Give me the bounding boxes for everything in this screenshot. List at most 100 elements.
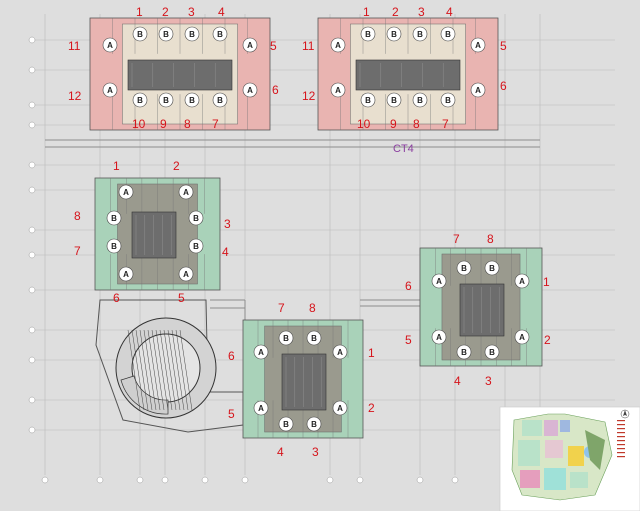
svg-text:A: A bbox=[183, 188, 189, 197]
apartment-number: 4 bbox=[222, 245, 229, 259]
unit-type-b-marker: B bbox=[212, 92, 228, 108]
unit-type-b-marker: B bbox=[212, 26, 228, 42]
apartment-number: 3 bbox=[485, 374, 492, 388]
apartment-number: 1 bbox=[368, 346, 375, 360]
apartment-number: 1 bbox=[363, 5, 370, 19]
grid-axis-marker bbox=[28, 286, 36, 294]
apartment-number: 12 bbox=[302, 89, 316, 103]
unit-type-a-marker: A bbox=[330, 82, 346, 98]
unit-type-a-marker: A bbox=[178, 184, 194, 200]
apartment-number: 1 bbox=[136, 5, 143, 19]
unit-type-b-marker: B bbox=[306, 330, 322, 346]
grid-axis-marker bbox=[28, 161, 36, 169]
grid-axis-marker bbox=[201, 476, 209, 484]
svg-text:B: B bbox=[311, 420, 317, 429]
apartment-number: 2 bbox=[544, 333, 551, 347]
unit-type-b-marker: B bbox=[386, 92, 402, 108]
svg-text:A: A bbox=[337, 404, 343, 413]
unit-type-b-marker: B bbox=[306, 416, 322, 432]
grid-axis-marker bbox=[136, 476, 144, 484]
circulation-core bbox=[459, 283, 505, 337]
svg-text:B: B bbox=[137, 96, 143, 105]
apartment-number: 7 bbox=[74, 244, 81, 258]
svg-text:A: A bbox=[183, 270, 189, 279]
svg-text:B: B bbox=[461, 348, 467, 357]
apartment-number: 4 bbox=[446, 5, 453, 19]
apartment-number: 8 bbox=[184, 117, 191, 131]
unit-type-a-marker: A bbox=[514, 273, 530, 289]
apartment-number: 7 bbox=[212, 117, 219, 131]
svg-text:A: A bbox=[337, 348, 343, 357]
grid-axis-marker bbox=[356, 476, 364, 484]
unit-type-b-marker: B bbox=[132, 92, 148, 108]
svg-text:B: B bbox=[111, 242, 117, 251]
svg-text:A: A bbox=[107, 86, 113, 95]
svg-text:A: A bbox=[475, 41, 481, 50]
unit-type-b-marker: B bbox=[484, 344, 500, 360]
apartment-number: 11 bbox=[68, 39, 81, 53]
grid-axis-marker bbox=[28, 326, 36, 334]
unit-type-b-marker: B bbox=[456, 344, 472, 360]
apartment-number: 8 bbox=[413, 117, 420, 131]
svg-text:B: B bbox=[461, 264, 467, 273]
svg-text:B: B bbox=[189, 96, 195, 105]
circulation-core bbox=[127, 59, 233, 91]
svg-text:B: B bbox=[111, 214, 117, 223]
svg-text:B: B bbox=[189, 30, 195, 39]
apartment-number: 6 bbox=[113, 291, 120, 305]
unit-type-b-marker: B bbox=[184, 92, 200, 108]
apartment-number: 3 bbox=[188, 5, 195, 19]
svg-text:A: A bbox=[123, 270, 129, 279]
circulation-core bbox=[355, 59, 461, 91]
apartment-number: 8 bbox=[74, 209, 81, 223]
svg-text:A: A bbox=[258, 404, 264, 413]
site-key-legend bbox=[617, 420, 625, 458]
unit-type-b-marker: B bbox=[188, 238, 204, 254]
unit-type-b-marker: B bbox=[158, 92, 174, 108]
apartment-number: 3 bbox=[224, 217, 231, 231]
unit-type-a-marker: A bbox=[332, 400, 348, 416]
apartment-number: 5 bbox=[500, 39, 507, 53]
svg-text:B: B bbox=[137, 30, 143, 39]
unit-type-b-marker: B bbox=[278, 416, 294, 432]
apartment-number: 7 bbox=[453, 232, 460, 246]
apartment-number: 6 bbox=[272, 83, 279, 97]
walkways bbox=[45, 139, 540, 320]
unit-type-b-marker: B bbox=[412, 26, 428, 42]
svg-text:A: A bbox=[475, 86, 481, 95]
grid-axis-marker bbox=[28, 186, 36, 194]
apartment-number: 12 bbox=[68, 89, 82, 103]
apartment-number: 2 bbox=[392, 5, 399, 19]
svg-text:B: B bbox=[417, 96, 423, 105]
unit-type-b-marker: B bbox=[360, 92, 376, 108]
apartment-number: 1 bbox=[113, 159, 120, 173]
grid-axis-marker bbox=[28, 251, 36, 259]
unit-type-a-marker: A bbox=[102, 82, 118, 98]
apartment-number: 4 bbox=[454, 374, 461, 388]
unit-type-b-marker: B bbox=[184, 26, 200, 42]
apartment-number: 2 bbox=[173, 159, 180, 173]
apartment-number: 8 bbox=[309, 301, 316, 315]
apartment-number: 6 bbox=[405, 279, 412, 293]
unit-type-b-marker: B bbox=[158, 26, 174, 42]
unit-type-a-marker: A bbox=[253, 344, 269, 360]
grid-axis-marker bbox=[28, 426, 36, 434]
svg-text:A: A bbox=[335, 86, 341, 95]
apartment-number: 9 bbox=[390, 117, 397, 131]
svg-text:A: A bbox=[247, 41, 253, 50]
svg-text:B: B bbox=[365, 30, 371, 39]
circulation-core bbox=[281, 353, 327, 411]
svg-text:B: B bbox=[283, 420, 289, 429]
unit-type-b-marker: B bbox=[484, 260, 500, 276]
unit-type-a-marker: A bbox=[431, 329, 447, 345]
svg-text:A: A bbox=[519, 333, 525, 342]
svg-text:B: B bbox=[391, 30, 397, 39]
grid-axis-marker bbox=[451, 476, 459, 484]
unit-type-b-marker: B bbox=[278, 330, 294, 346]
svg-text:B: B bbox=[163, 30, 169, 39]
